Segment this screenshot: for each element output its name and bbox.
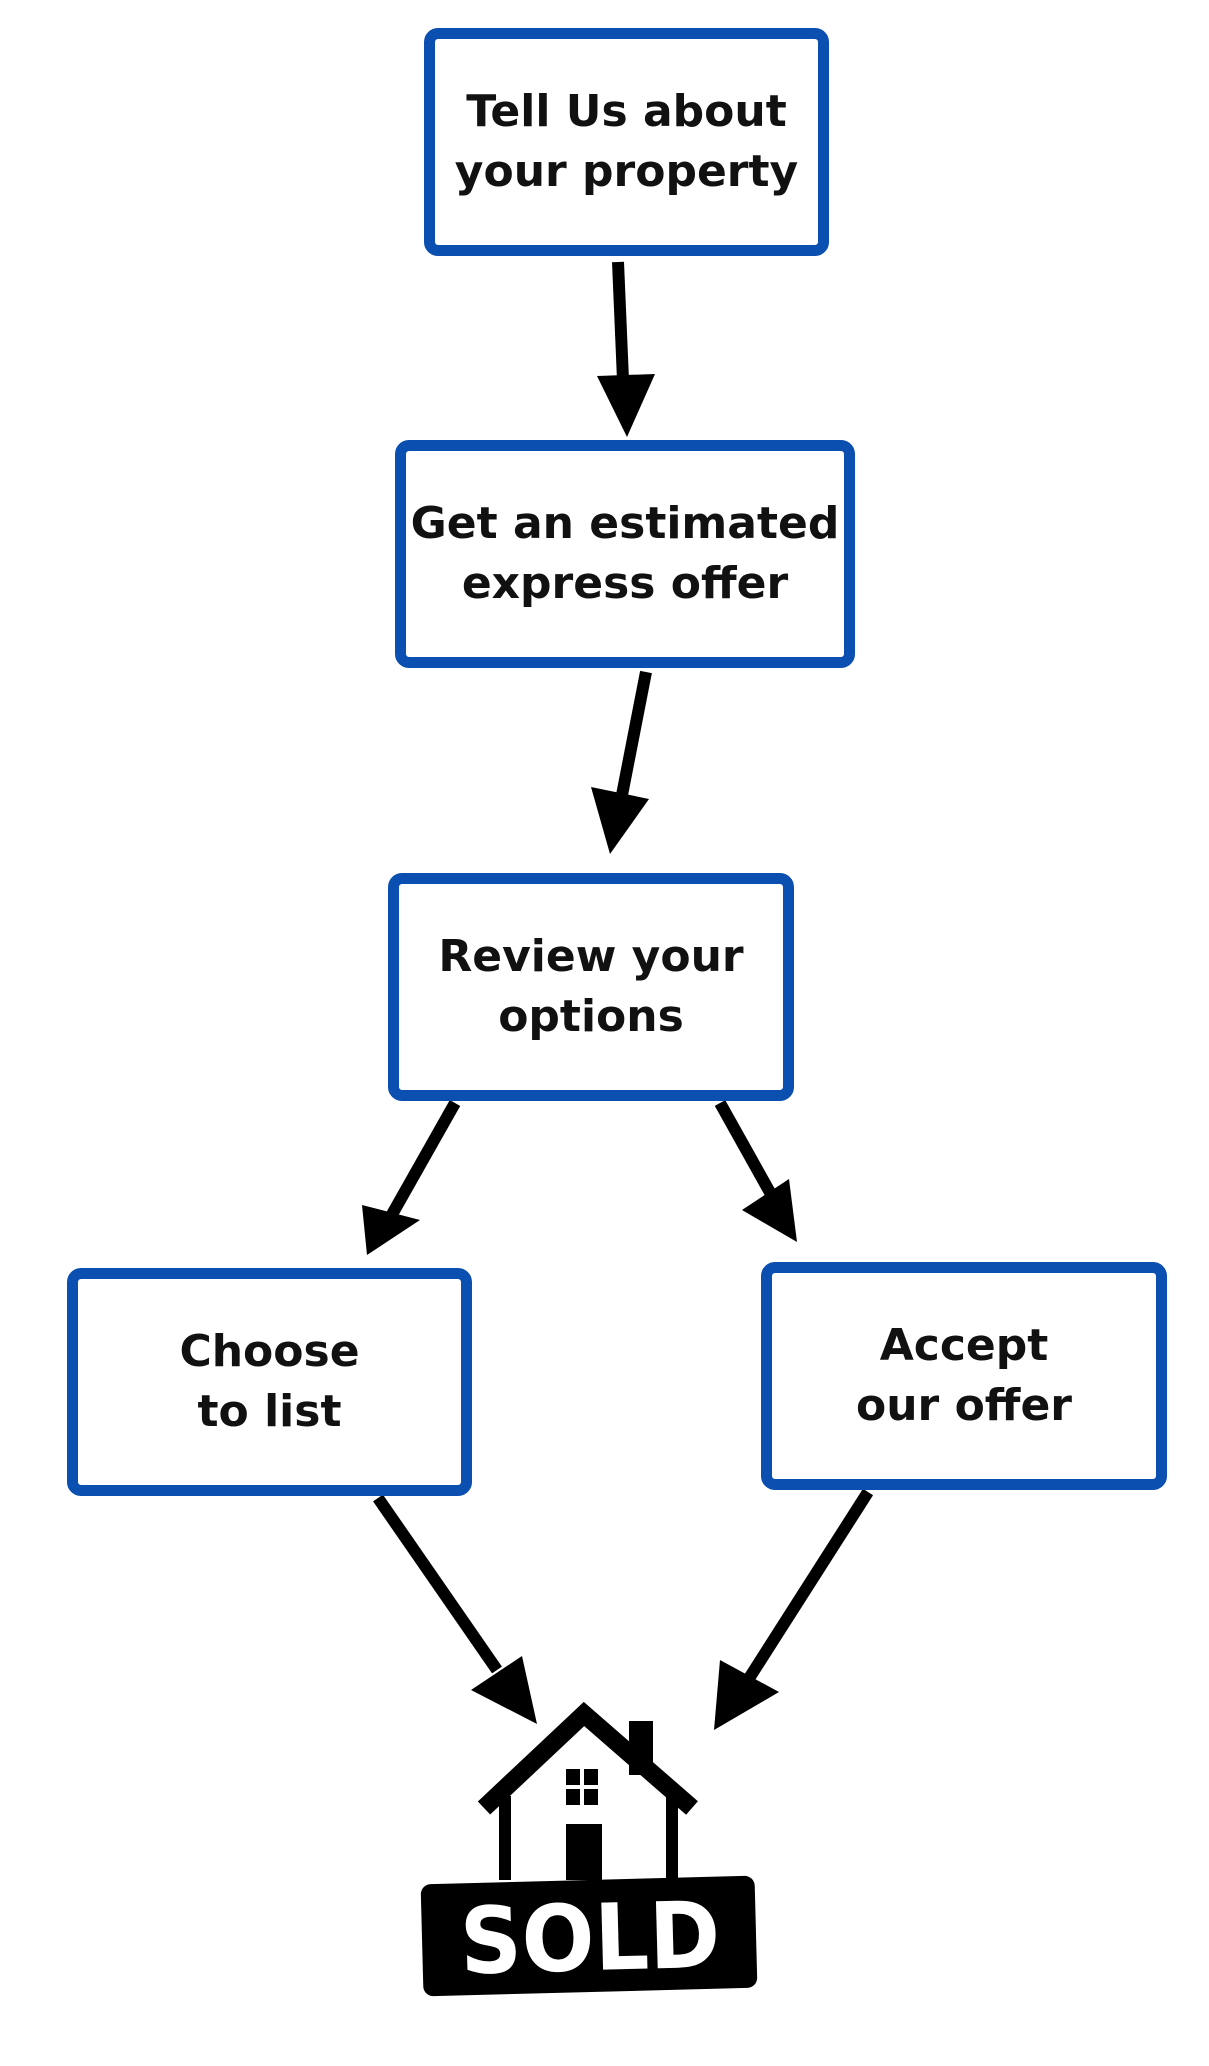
arrowhead-review (591, 787, 649, 854)
arrowhead-estimate (597, 374, 655, 437)
node-review-line-2: options (498, 991, 684, 1042)
sold-sign (420, 1875, 758, 1997)
arrow-line-accept-to-sold (742, 1488, 874, 1684)
node-review: Review your options (388, 873, 794, 1101)
node-estimate: Get an estimated express offer (395, 440, 855, 668)
node-accept-line-1: Accept (879, 1320, 1049, 1371)
arrow-line-review-to-accept (714, 1100, 778, 1199)
sold-label: SOLD (459, 1882, 722, 1996)
node-accept: Accept our offer (761, 1262, 1167, 1490)
arrow-line-review-to-list (384, 1100, 461, 1221)
window-icon (566, 1769, 598, 1805)
node-estimate-line-1: Get an estimated (410, 498, 840, 549)
node-tell-us: Tell Us about your property (424, 28, 829, 256)
node-estimate-line-2: express offer (461, 558, 789, 609)
node-list-line-2: to list (197, 1386, 342, 1437)
door-shape (566, 1824, 602, 1880)
node-accept-line-2: our offer (856, 1380, 1072, 1431)
arrow-line-tell-us-to-estimate (612, 261, 629, 381)
arrowhead-accept-sold (714, 1660, 779, 1730)
node-list: Choose to list (67, 1268, 472, 1496)
arrowhead-accept (742, 1179, 797, 1242)
node-tell-us-line-1: Tell Us about (466, 86, 787, 137)
arrowhead-list (362, 1205, 420, 1255)
arrow-line-estimate-to-review (616, 670, 652, 797)
arrow-line-list-to-sold (373, 1494, 502, 1674)
node-tell-us-line-2: your property (454, 146, 799, 197)
node-review-line-1: Review your (438, 931, 744, 982)
arrowhead-list-sold (471, 1656, 537, 1724)
roof-shape (477, 1701, 698, 1815)
node-list-line-1: Choose (179, 1326, 360, 1377)
